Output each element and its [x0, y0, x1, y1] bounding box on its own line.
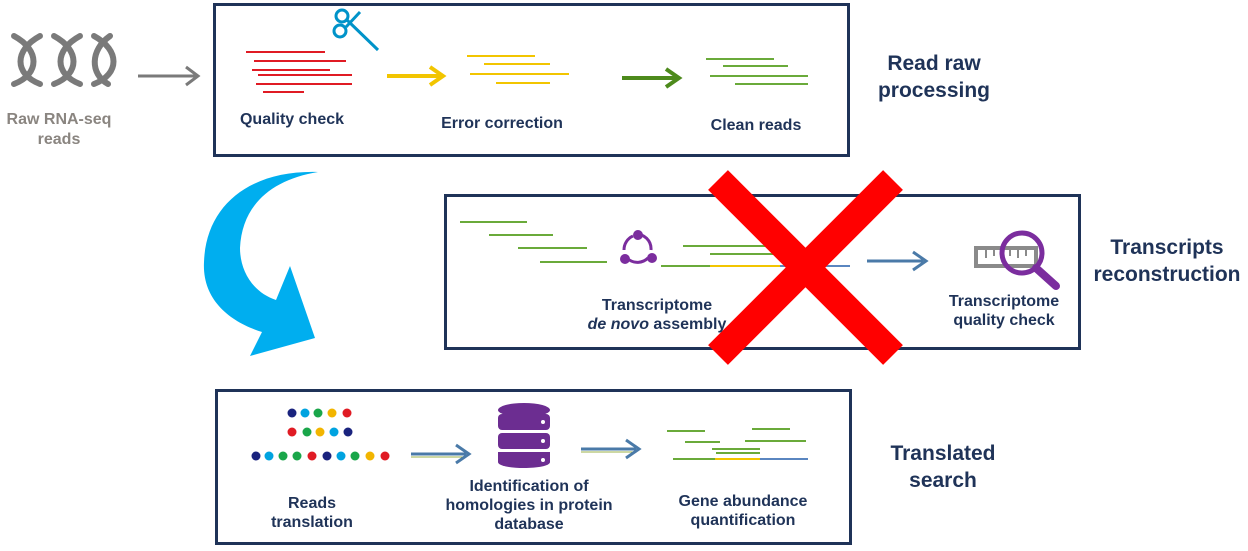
scissors-icon	[332, 8, 380, 52]
transcripts-reconstruction-title: Transcripts reconstruction	[1093, 236, 1241, 286]
reads-translation-label: Reads translation	[271, 495, 353, 531]
quality-check-reads	[246, 51, 352, 93]
assembly-reads	[460, 221, 607, 263]
error-correction-arrow	[387, 65, 447, 87]
input-arrow	[138, 65, 201, 87]
quality-check-label: Quality check	[239, 111, 345, 128]
transcriptome-quality-check-label: Transcriptome quality check	[948, 293, 1060, 329]
de-novo-assembly-label: Transcriptome de novo assembly	[587, 297, 727, 333]
qc-arrow	[867, 250, 929, 272]
translation-dots	[251, 408, 390, 461]
translated-search-title: Translated search	[890, 442, 996, 492]
abundance-arrow	[581, 438, 642, 460]
database-arrow	[411, 443, 472, 465]
dna-icon	[11, 33, 117, 87]
homology-identification-label: Identification of homologies in protein …	[445, 478, 613, 533]
assembly-graph-icon	[620, 230, 657, 264]
clean-reads-label: Clean reads	[710, 117, 802, 134]
error-correction-label: Error correction	[441, 115, 563, 132]
gene-abundance-label: Gene abundance quantification	[678, 493, 808, 529]
clean-arrow	[622, 67, 683, 89]
raw-rna-seq-label: Raw RNA-seq reads	[6, 111, 112, 148]
skip-arrow	[203, 171, 318, 356]
abundance-lines	[667, 428, 808, 460]
read-raw-processing-box	[213, 3, 850, 157]
database-icon	[498, 403, 550, 468]
clean-reads-lines	[706, 58, 808, 85]
cross-icon	[708, 170, 903, 365]
read-raw-processing-title: Read raw processing	[877, 52, 991, 102]
ruler-magnifier-icon	[974, 230, 1060, 290]
error-correction-reads	[467, 55, 569, 84]
